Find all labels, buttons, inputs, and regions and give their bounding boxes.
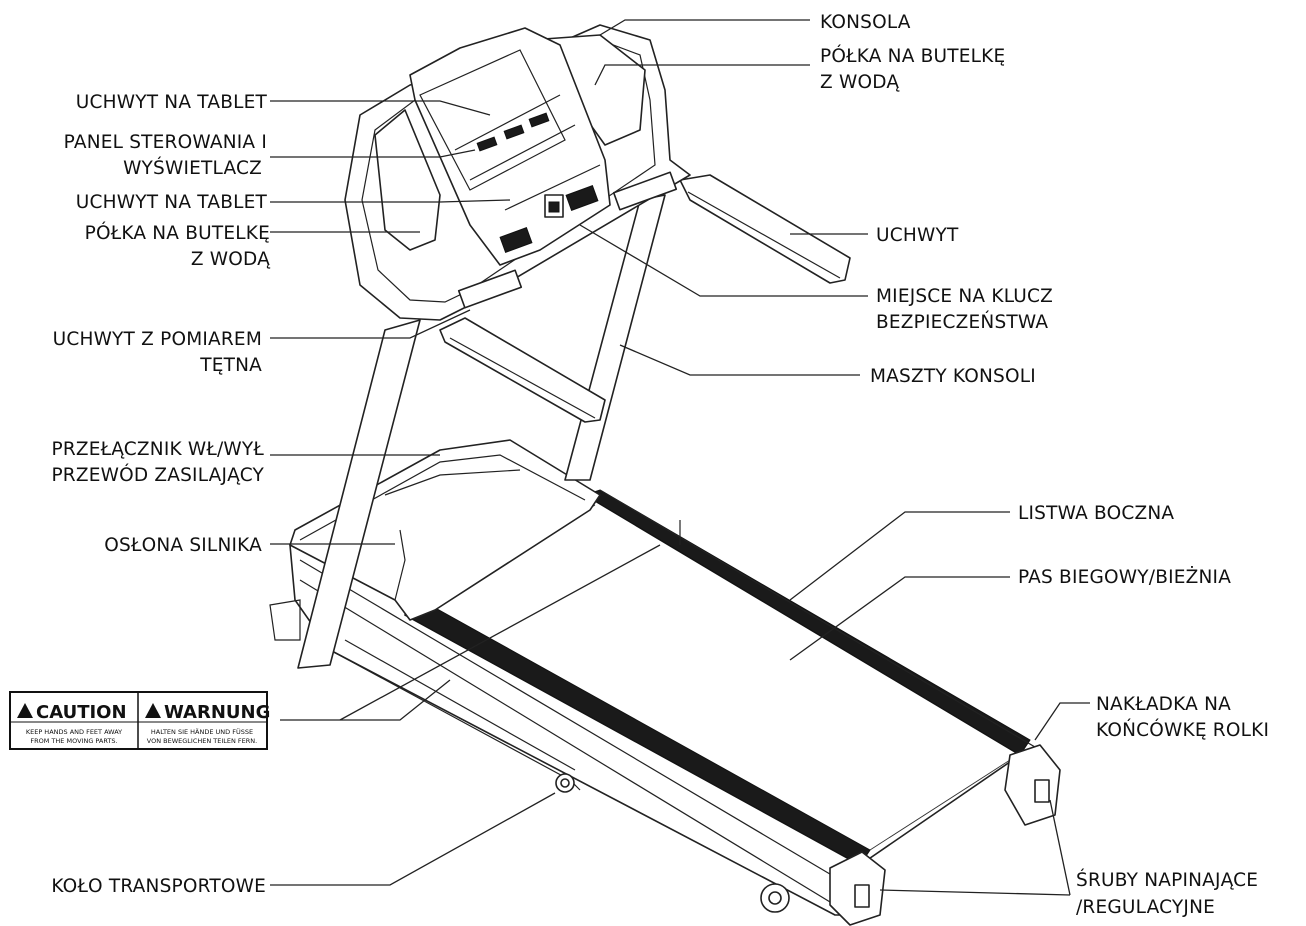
warnung-title: WARNUNG xyxy=(164,702,270,723)
label-polka-prawa: PÓŁKA NA BUTELKĘ xyxy=(820,45,1005,67)
labels: KONSOLA PÓŁKA NA BUTELKĘ Z WODĄ UCHWYT N… xyxy=(51,12,1269,918)
pulse-grip-left xyxy=(457,269,523,309)
label-uchwyt-tablet-gora: UCHWYT NA TABLET xyxy=(76,92,268,113)
label-panel-2: WYŚWIETLACZ xyxy=(123,157,262,179)
label-klucz-2: BEZPIECZEŃSTWA xyxy=(876,311,1048,333)
label-polka-prawa-2: Z WODĄ xyxy=(820,72,900,93)
label-konsola: KONSOLA xyxy=(820,12,911,33)
label-panel: PANEL STEROWANIA I xyxy=(64,132,267,153)
label-przelacznik-2: PRZEWÓD ZASILAJĄCY xyxy=(51,464,264,486)
label-nakladka-2: KOŃCÓWKĘ ROLKI xyxy=(1096,719,1269,741)
caution-text-2: FROM THE MOVING PARTS. xyxy=(30,737,117,745)
handle-left xyxy=(439,317,606,423)
treadmill-illustration xyxy=(269,24,1061,926)
warning-triangle-icon xyxy=(145,703,161,718)
label-polka-lewa: PÓŁKA NA BUTELKĘ xyxy=(85,222,270,244)
label-uchwyt: UCHWYT xyxy=(876,225,959,246)
label-polka-lewa-2: Z WODĄ xyxy=(191,249,271,270)
caution-sticker: CAUTION WARNUNG KEEP HANDS AND FEET AWAY… xyxy=(9,691,270,750)
label-nakladka: NAKŁADKA NA xyxy=(1096,694,1231,715)
label-tetno: UCHWYT Z POMIAREM xyxy=(53,329,262,350)
label-pas: PAS BIEGOWY/BIEŻNIA xyxy=(1018,567,1231,588)
label-sruby-2: /REGULACYJNE xyxy=(1076,897,1215,918)
label-kolo: KOŁO TRANSPORTOWE xyxy=(51,876,266,897)
leader-lines xyxy=(270,19,1090,896)
label-uchwyt-tablet-dol: UCHWYT NA TABLET xyxy=(76,192,268,213)
label-maszty: MASZTY KONSOLI xyxy=(870,366,1036,387)
label-sruby: ŚRUBY NAPINAJĄCE xyxy=(1076,869,1258,891)
console-body xyxy=(409,27,611,266)
handle-right xyxy=(679,174,851,284)
label-listwa: LISTWA BOCZNA xyxy=(1018,503,1174,524)
warnung-text-1: HALTEN SIE HÄNDE UND FÜSSE xyxy=(151,727,253,736)
caution-title: CAUTION xyxy=(36,702,127,723)
bottle-shelf-left xyxy=(374,109,441,251)
label-tetno-2: TĘTNA xyxy=(199,355,262,376)
label-oslona: OSŁONA SILNIKA xyxy=(104,535,262,556)
label-przelacznik: PRZEŁĄCZNIK WŁ/WYŁ xyxy=(51,439,264,460)
caution-text-1: KEEP HANDS AND FEET AWAY xyxy=(26,728,122,736)
pulse-grip-right xyxy=(612,171,678,211)
warning-triangle-icon xyxy=(17,703,33,718)
warnung-text-2: VON BEWEGLICHEN TEILEN FERN. xyxy=(147,737,257,745)
roller-end-cap-right xyxy=(1004,744,1061,826)
label-klucz: MIEJSCE NA KLUCZ xyxy=(876,286,1053,307)
